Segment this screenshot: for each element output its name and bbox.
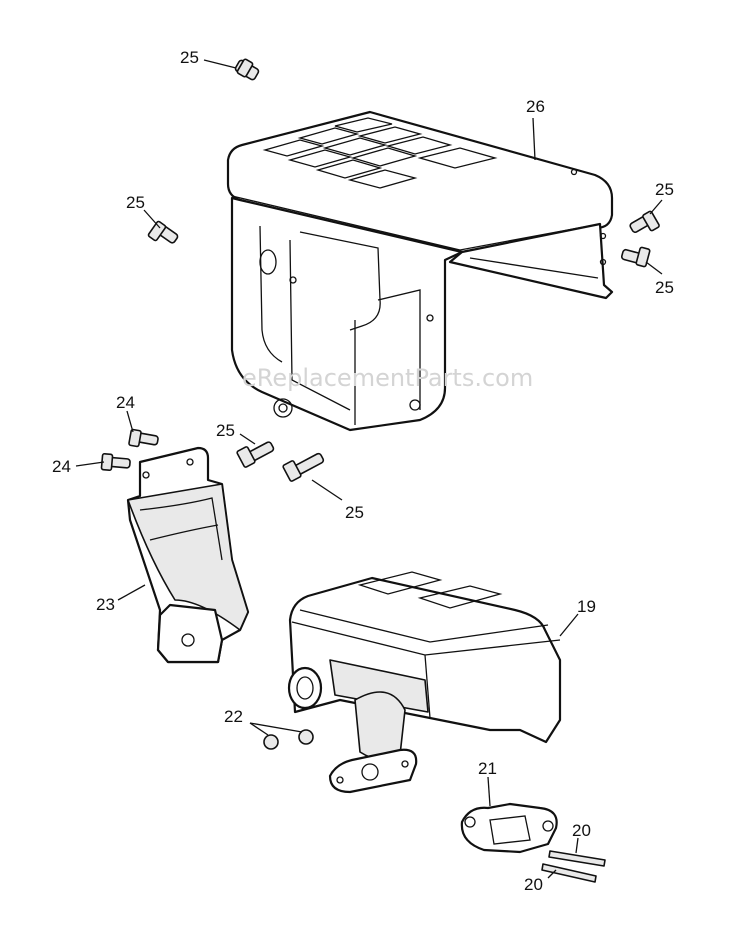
bolt-25-center-right[interactable] [282, 452, 325, 482]
bolt-24-lower[interactable] [100, 452, 131, 472]
part-23-deflector[interactable] [126, 446, 250, 664]
part-26-heat-shield[interactable] [226, 110, 614, 432]
leader-lines [75, 59, 663, 879]
part-19-muffler[interactable] [287, 571, 562, 794]
watermark-text: eReplacementParts.com [242, 364, 533, 392]
part-20-studs[interactable] [541, 850, 606, 883]
part-21-gasket[interactable] [460, 802, 558, 854]
callout-25-center-left: 25 [216, 421, 235, 440]
callout-25-center-right: 25 [345, 503, 364, 522]
callout-25-right-lower: 25 [655, 278, 674, 297]
callout-25-left: 25 [126, 193, 145, 212]
part-22-nuts[interactable] [263, 729, 314, 750]
bolt-25-right-upper[interactable] [629, 210, 660, 234]
callout-labels: 25 26 25 25 25 24 24 25 25 23 19 22 21 2… [52, 48, 674, 894]
bolt-25-top[interactable] [234, 58, 260, 81]
bolt-25-right-lower[interactable] [620, 246, 651, 268]
callout-20-upper: 20 [572, 821, 591, 840]
callout-22: 22 [224, 707, 243, 726]
bolt-24-upper[interactable] [128, 428, 159, 448]
callout-21: 21 [478, 759, 497, 778]
callout-23: 23 [96, 595, 115, 614]
callout-24-upper: 24 [116, 393, 135, 412]
callout-19: 19 [577, 597, 596, 616]
callout-24-lower: 24 [52, 457, 71, 476]
callout-20-lower: 20 [524, 875, 543, 894]
callout-25-top: 25 [180, 48, 199, 67]
callout-26: 26 [526, 97, 545, 116]
bolt-25-center-left[interactable] [236, 441, 275, 468]
callout-25-right-upper: 25 [655, 180, 674, 199]
bolt-25-left[interactable] [147, 220, 179, 244]
